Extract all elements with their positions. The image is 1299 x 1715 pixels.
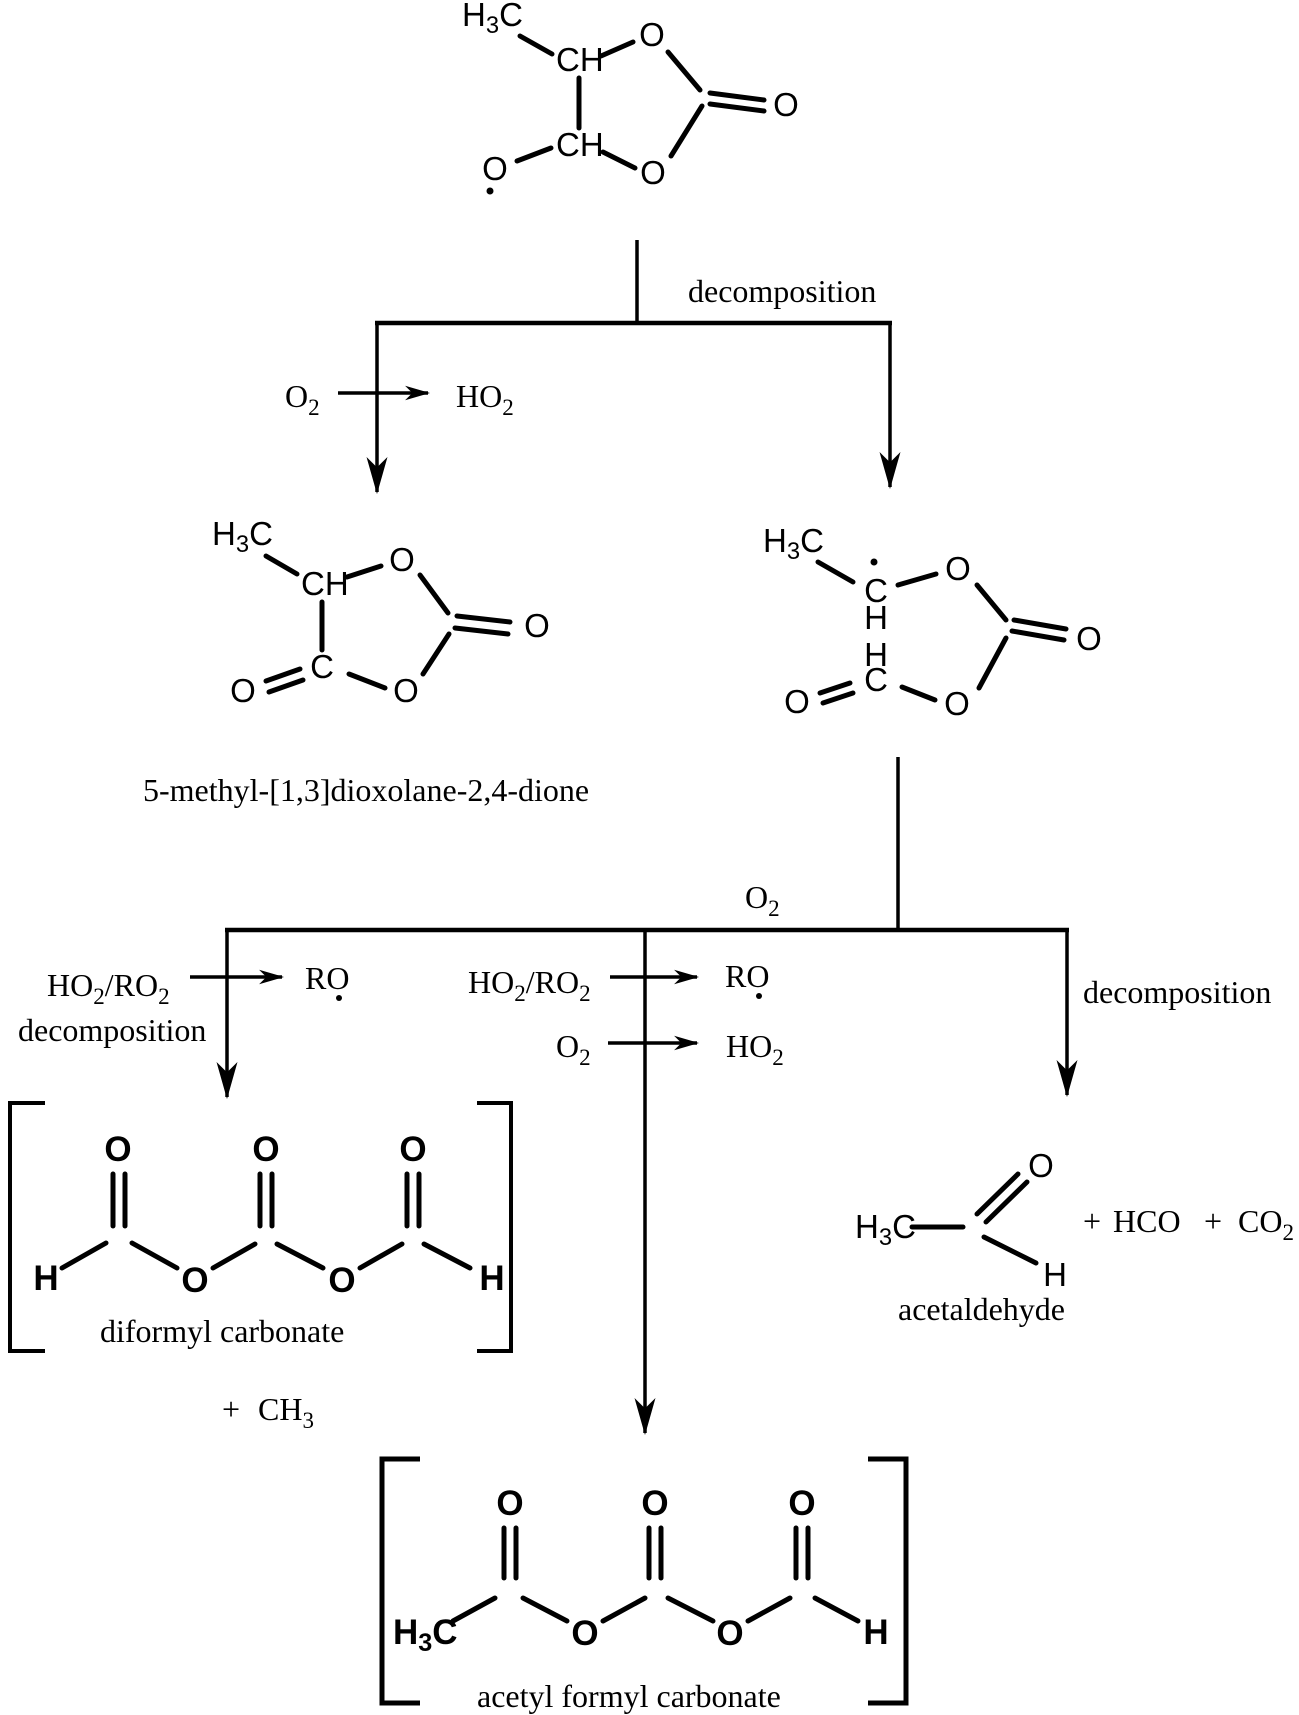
dione-name: 5-methyl-[1,3]dioxolane-2,4-dione xyxy=(143,772,589,808)
oxidation-branch: O2 HO2/RO2 RO decomposition HO2/RO2 RO O… xyxy=(18,757,1271,1436)
radical-dot xyxy=(486,187,494,195)
dioxolane-dione-structure: H3C CH O O O C O 5-methyl-[1,3]dioxolane… xyxy=(143,515,589,808)
acetaldehyde-group: H3C O H +HCO+CO2 acetaldehyde xyxy=(855,1147,1294,1327)
h-label: H xyxy=(479,1259,504,1298)
decomposition-branch: decomposition O2 HO2 xyxy=(285,240,901,495)
carbonyl-o-right-label: O xyxy=(1076,620,1102,657)
right-bracket xyxy=(477,1101,513,1353)
o2-label: O2 xyxy=(285,378,320,420)
left-bracket xyxy=(379,1456,420,1706)
bonds xyxy=(450,1525,861,1624)
h-label: H xyxy=(863,1613,888,1652)
c-label: C xyxy=(310,648,334,685)
ring-o-bottom-label: O xyxy=(393,672,419,709)
carbonyl-o-label: O xyxy=(496,1484,523,1523)
acetyl-formyl-carbonate-group: O O O H3C O O H acetyl formyl carbonate xyxy=(379,1456,909,1714)
ho2-ro2-left-label: HO2/RO2 xyxy=(47,967,170,1009)
h-label: H xyxy=(1043,1256,1067,1293)
h3c-label: H3C xyxy=(855,1208,916,1251)
ester-o-label: O xyxy=(716,1614,743,1653)
ring-o-top-label: O xyxy=(639,16,665,53)
alkoxy-o-label: O xyxy=(482,150,508,187)
o-bottom-label: O xyxy=(944,685,970,722)
left-bracket xyxy=(8,1101,45,1353)
right-bracket xyxy=(868,1456,909,1706)
h-label: H xyxy=(33,1259,58,1298)
h3c-label: H3C xyxy=(212,515,273,558)
carbonyl-o-label: O xyxy=(641,1484,668,1523)
carbonyl-o-left-label: O xyxy=(784,683,810,720)
diformyl-carbonate-name: diformyl carbonate xyxy=(100,1313,344,1349)
carbonyl-o-label: O xyxy=(399,1130,426,1169)
carbonyl-o-label: O xyxy=(773,86,799,123)
bonds xyxy=(514,33,767,171)
ester-o-label: O xyxy=(181,1261,208,1300)
h3c-label: H3C xyxy=(763,522,824,565)
o2-mid-label: O2 xyxy=(556,1028,591,1070)
acetaldehyde-name: acetaldehyde xyxy=(898,1291,1065,1327)
bonds xyxy=(815,559,1069,706)
plus-hco-co2-label: +HCO+CO2 xyxy=(1083,1203,1294,1245)
decomposition-label-left: decomposition xyxy=(18,1012,206,1048)
o-top-label: O xyxy=(945,550,971,587)
ho2-label: HO2 xyxy=(456,378,514,420)
carbonyl-o-label: O xyxy=(1028,1147,1054,1184)
ch-label: CH xyxy=(301,565,349,602)
carbonyl-o-label: O xyxy=(252,1130,279,1169)
carbonyl-o-left-label: O xyxy=(230,672,256,709)
top-radical-structure: H3C CH O O O CH O xyxy=(462,0,799,195)
acetyl-formyl-carbonate-name: acetyl formyl carbonate xyxy=(477,1678,781,1714)
h-label: H xyxy=(864,599,888,636)
radical-dot xyxy=(756,993,762,999)
ro-left-label: RO xyxy=(305,960,349,996)
decomposition-label-right: decomposition xyxy=(1083,974,1271,1010)
carbonyl-o-right-label: O xyxy=(524,607,550,644)
ring-o-bottom-label: O xyxy=(640,154,666,191)
ring-opened-radical-structure: H3C C H H C O O O O xyxy=(763,522,1102,722)
h3c-label: H3C xyxy=(393,1613,458,1657)
radical-dot xyxy=(870,558,878,566)
ho2-ro2-mid-label: HO2/RO2 xyxy=(468,964,591,1006)
carbonyl-o-label: O xyxy=(788,1484,815,1523)
o2-feed-label: O2 xyxy=(745,879,780,921)
plus-ch3-label: +CH3 xyxy=(222,1391,314,1433)
h3c-label: H3C xyxy=(462,0,523,39)
carbonyl-o-label: O xyxy=(104,1130,131,1169)
ring-o-top-label: O xyxy=(389,541,415,578)
radical-dot xyxy=(336,995,342,1001)
bonds xyxy=(909,1171,1039,1266)
bonds xyxy=(263,553,513,695)
bonds xyxy=(59,1171,473,1271)
decomposition-label-top: decomposition xyxy=(688,273,876,309)
ro-mid-label: RO xyxy=(725,958,769,994)
formyl-h-label: H xyxy=(864,636,888,673)
ho2-mid-label: HO2 xyxy=(726,1028,784,1070)
ch-label-bottom: CH xyxy=(556,126,604,163)
diformyl-carbonate-group: O O O H O O H diformyl carbonate xyxy=(8,1101,513,1353)
formyl-c-label: C xyxy=(864,661,888,698)
c-radical-label: C xyxy=(864,572,888,609)
ester-o-label: O xyxy=(571,1614,598,1653)
ch-label-top: CH xyxy=(556,41,604,78)
ester-o-label: O xyxy=(328,1261,355,1300)
